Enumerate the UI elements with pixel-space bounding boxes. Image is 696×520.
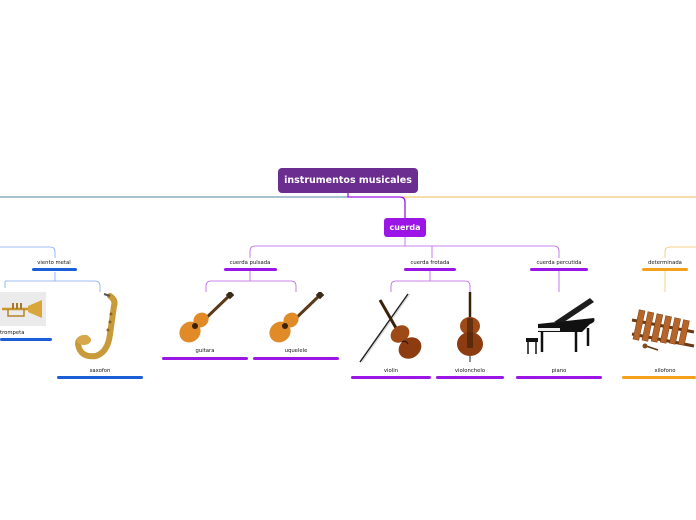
instrument-underline [0,338,52,341]
guitar-image [179,292,234,343]
root-topic-label: instrumentos musicales [284,175,412,186]
topic-underline [32,268,77,271]
instrument-guitarra[interactable]: guitara [186,348,224,354]
topic-cuerda-pulsada[interactable]: cuerda pulsada [218,260,282,266]
instrument-label: trompeta [0,330,25,336]
instrument-label: uquelele [284,348,308,354]
saxophone-image [74,293,118,360]
main-topic-cuerda[interactable]: cuerda [384,218,426,237]
instrument-underline [622,376,696,379]
grand-piano-image [526,298,595,354]
connector-cuerda [347,193,406,218]
instrument-underline [162,357,248,360]
topic-label: cuerda percutida [536,260,582,266]
topic-underline [642,268,688,271]
connector-left-branch [0,193,349,198]
instrument-label: piano [551,368,567,374]
instrument-trompeta[interactable]: trompeta [0,330,24,336]
topic-viento-metal[interactable]: viento metal [22,260,86,266]
violin-image [359,293,422,363]
instrument-piano[interactable]: piano [544,368,574,374]
connector-cuerda-groups [249,237,560,258]
topic-underline [224,268,277,271]
xylophone-image [631,309,695,351]
instrument-violonchelo[interactable]: violonchelo [448,368,492,374]
topic-label: determinada [648,260,682,266]
instrument-xilofono[interactable]: xilofono [644,368,686,374]
instrument-violin[interactable]: violin [374,368,408,374]
topic-determinada[interactable]: determinada [634,260,696,266]
connector-determinada [664,246,696,292]
instrument-saxofon[interactable]: saxofon [76,368,124,374]
topic-label: viento metal [37,260,71,266]
connector-frotada-children [390,271,471,292]
trumpet-image [0,292,46,326]
topic-cuerda-frotada[interactable]: cuerda frotada [398,260,462,266]
topic-label: cuerda pulsada [229,260,271,266]
topic-label: cuerda frotada [410,260,450,266]
topic-underline [404,268,456,271]
instrument-underline [436,376,504,379]
instrument-ukelele[interactable]: uquelele [274,348,318,354]
instrument-underline [351,376,431,379]
instrument-label: violonchelo [454,368,486,374]
instrument-underline [516,376,602,379]
instrument-label: guitara [195,348,215,354]
instrument-underline [57,376,143,379]
connector-pulsada-children [205,271,297,292]
instrument-label: saxofon [89,368,111,374]
instrument-label: violin [383,368,399,374]
connector-viento-metal [0,246,56,258]
root-topic-instrumentos-musicales[interactable]: instrumentos musicales [278,168,418,193]
instrument-label: xilofono [654,368,676,374]
cello-image [457,292,483,362]
topic-underline [530,268,588,271]
connector-viento-children [4,272,101,292]
instrument-underline [253,357,339,360]
topic-cuerda-percutida[interactable]: cuerda percutida [524,260,594,266]
ukulele-image [269,292,324,343]
main-topic-label: cuerda [389,223,421,232]
